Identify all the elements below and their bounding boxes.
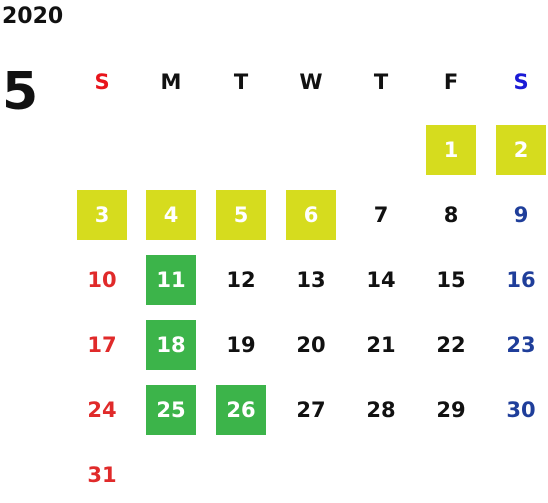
- day-cell: 25: [146, 385, 196, 435]
- day-cell: 28: [366, 398, 396, 422]
- day-cell: 27: [296, 398, 326, 422]
- day-cell: 10: [87, 268, 117, 292]
- day-cell: 24: [87, 398, 117, 422]
- day-cell: 2: [496, 125, 546, 175]
- day-cell: 16: [506, 268, 536, 292]
- day-cell: 18: [146, 320, 196, 370]
- day-cell: 6: [286, 190, 336, 240]
- day-cell: 30: [506, 398, 536, 422]
- day-cell: 3: [77, 190, 127, 240]
- day-cell: 14: [366, 268, 396, 292]
- day-cell: 15: [436, 268, 466, 292]
- weekday-header: S: [513, 70, 529, 94]
- year-label: 2020: [2, 4, 64, 29]
- weekday-header: W: [299, 70, 323, 94]
- weekday-header: S: [94, 70, 110, 94]
- day-cell: 20: [296, 333, 326, 357]
- day-cell: 17: [87, 333, 117, 357]
- day-cell: 11: [146, 255, 196, 305]
- weekday-header: T: [373, 70, 389, 94]
- day-cell: 9: [513, 203, 529, 227]
- day-cell: 31: [87, 463, 117, 487]
- weekday-header: M: [160, 70, 182, 94]
- day-cell: 19: [226, 333, 256, 357]
- day-cell: 29: [436, 398, 466, 422]
- day-cell: 1: [426, 125, 476, 175]
- day-cell: 22: [436, 333, 466, 357]
- day-cell: 4: [146, 190, 196, 240]
- day-cell: 8: [443, 203, 459, 227]
- day-cell: 12: [226, 268, 256, 292]
- day-cell: 21: [366, 333, 396, 357]
- day-cell: 26: [216, 385, 266, 435]
- day-cell: 13: [296, 268, 326, 292]
- day-cell: 7: [373, 203, 389, 227]
- weekday-header: F: [443, 70, 459, 94]
- month-number: 5: [2, 62, 39, 122]
- weekday-header: T: [233, 70, 249, 94]
- day-cell: 5: [216, 190, 266, 240]
- day-cell: 23: [506, 333, 536, 357]
